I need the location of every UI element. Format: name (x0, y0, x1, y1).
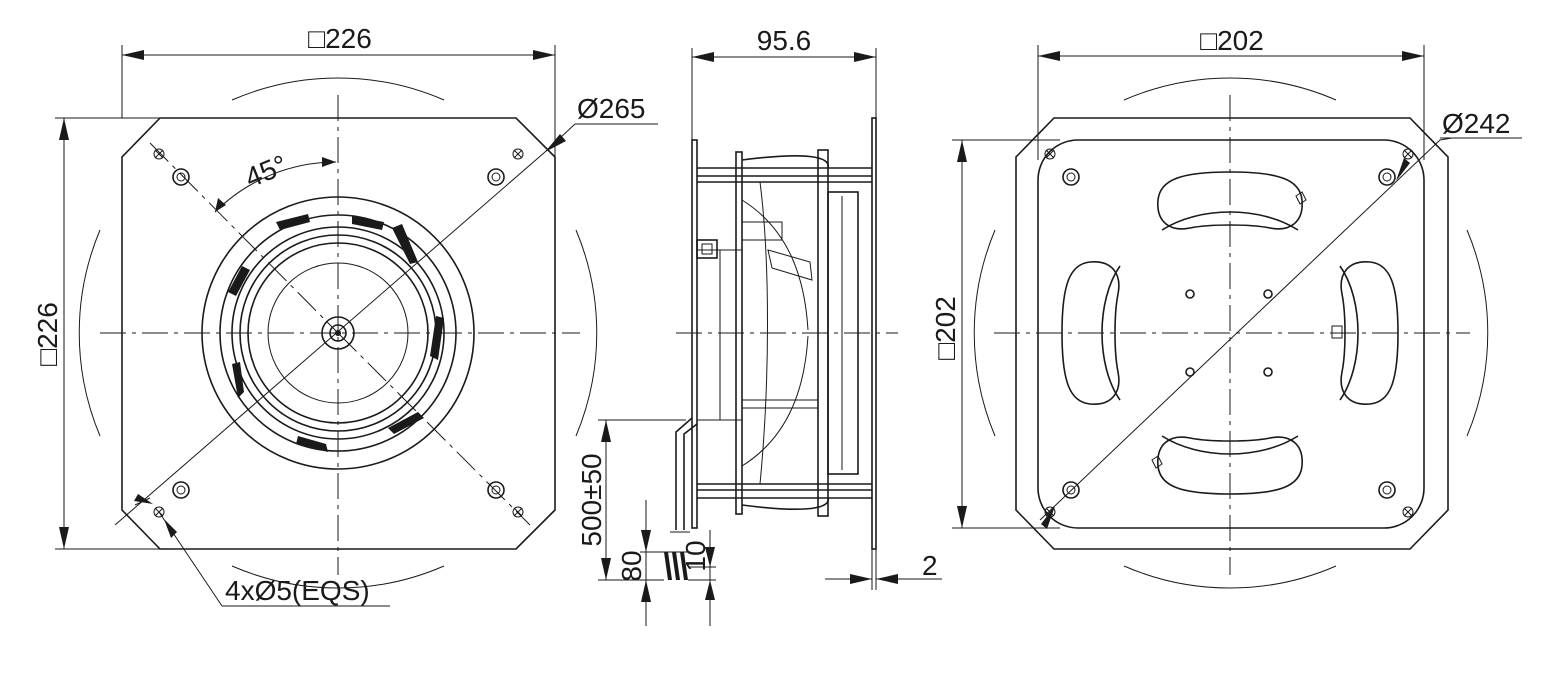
strip-label: 80 (616, 550, 647, 581)
impeller-blades (228, 214, 444, 452)
front-housing-outline (121, 117, 556, 550)
kidney-openings (1061, 171, 1399, 495)
rear-width-label: □202 (1200, 25, 1264, 56)
flange-label: 2 (922, 550, 938, 581)
rear-housing-outline (1015, 117, 1449, 550)
front-height-label: □226 (32, 302, 63, 366)
front-view: □226 □226 Ø265 45° 4xØ5(EQS) (32, 23, 658, 607)
mounting-holes (153, 148, 524, 518)
rear-view: □202 □202 Ø242 (930, 25, 1522, 589)
cable-length-label: 500±50 (576, 453, 607, 546)
holes-label: 4xØ5(EQS) (225, 575, 370, 606)
front-diameter-label: Ø265 (577, 93, 646, 124)
depth-label: 95.6 (757, 25, 812, 56)
side-view: 95.6 2 500±50 80 10 (576, 25, 942, 626)
angle-label: 45° (241, 149, 292, 194)
front-width-label: □226 (308, 23, 372, 54)
wire-label: 10 (680, 540, 711, 571)
rear-height-label: □202 (930, 296, 961, 360)
rear-diameter-label: Ø242 (1442, 108, 1511, 139)
